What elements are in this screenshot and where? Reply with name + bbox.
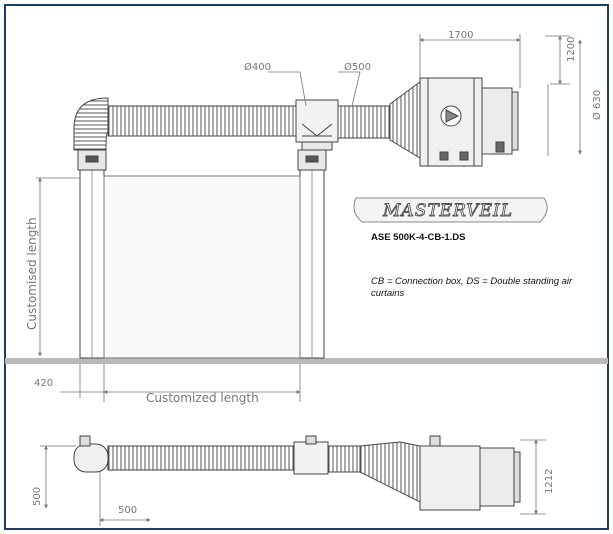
abbreviation-note: CB = Connection box, DS = Double standin… [371, 276, 573, 299]
elevation-dimension-lines [36, 34, 582, 402]
dim-plan-1212: 1212 [544, 469, 555, 494]
masterveil-logo: MASTERVEIL [353, 197, 548, 223]
frame-border [4, 4, 609, 530]
plan-view [73, 435, 521, 511]
plan-duct-400 [107, 445, 295, 471]
dim-420: 420 [34, 378, 53, 389]
plan-tee [293, 441, 329, 475]
dim-plan-500-vertical: 500 [32, 487, 43, 506]
transition-cone [389, 81, 421, 159]
dim-1200: 1200 [566, 37, 577, 62]
dim-customised-length: Customised length [25, 217, 39, 330]
elbow-duct [73, 97, 109, 151]
dim-d630: Ø 630 [591, 90, 603, 120]
plan-duct-500 [327, 445, 361, 473]
flexible-duct-400 [107, 105, 297, 137]
dim-customized-length: Customized length [146, 391, 259, 405]
plan-fan-unit [419, 445, 481, 511]
dim-d500: Ø500 [344, 61, 371, 73]
elevation-view [73, 77, 519, 359]
model-code: ASE 500K-4-CB-1.DS [371, 232, 466, 243]
plan-dimension-lines [40, 439, 546, 526]
tee-connector [295, 99, 339, 143]
flexible-duct-500 [337, 105, 391, 139]
plan-cone [359, 441, 421, 503]
ground-line [5, 358, 608, 364]
plan-motor [479, 447, 515, 507]
dim-plan-500-horizontal: 500 [118, 505, 137, 516]
dim-1700: 1700 [448, 30, 473, 41]
logo-text: MASTERVEIL [382, 201, 513, 221]
dim-d400: Ø400 [244, 61, 271, 73]
